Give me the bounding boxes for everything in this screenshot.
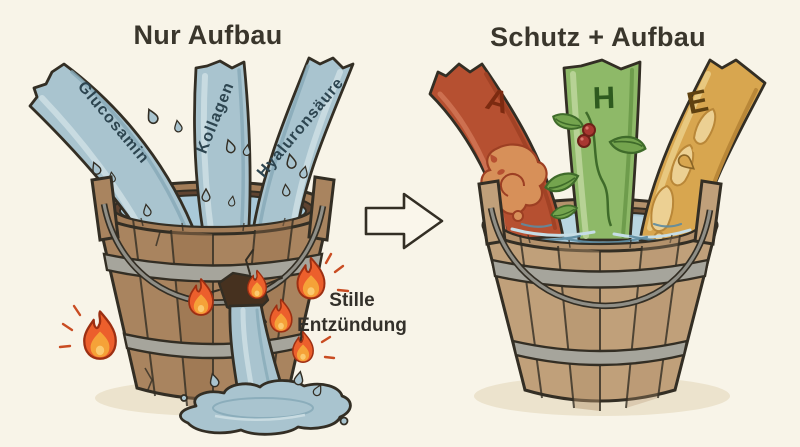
puddle	[179, 370, 352, 436]
left-scene: Glucosamin Kollagen Hyaluronsäure	[28, 56, 355, 436]
inflammation-caption: Stille Entzündung	[297, 290, 407, 337]
left-panel-title: Nur Aufbau	[133, 20, 283, 50]
right-scene: A H E	[428, 58, 767, 416]
flame-icon	[83, 310, 117, 360]
transition-arrow	[364, 192, 444, 250]
yellow-droplet	[692, 147, 698, 153]
right-arrow-icon	[364, 192, 444, 250]
stream-vitamin-e	[638, 58, 767, 245]
red-droplet	[497, 169, 505, 175]
right-band-lower	[511, 339, 689, 367]
stream-vitamin-h	[542, 58, 649, 242]
right-bucket-handle	[487, 207, 714, 310]
vitamin-letter-h: H	[592, 80, 616, 116]
inflammation-flames	[58, 252, 350, 363]
right-band-upper	[490, 258, 710, 289]
stream-vitamin-a	[428, 62, 565, 242]
flame-sparks	[58, 252, 350, 360]
right-bucket-front	[477, 179, 723, 411]
berries-icon	[577, 123, 596, 148]
right-panel-title: Schutz + Aufbau	[490, 22, 706, 52]
stream-hyaluron	[249, 56, 355, 248]
